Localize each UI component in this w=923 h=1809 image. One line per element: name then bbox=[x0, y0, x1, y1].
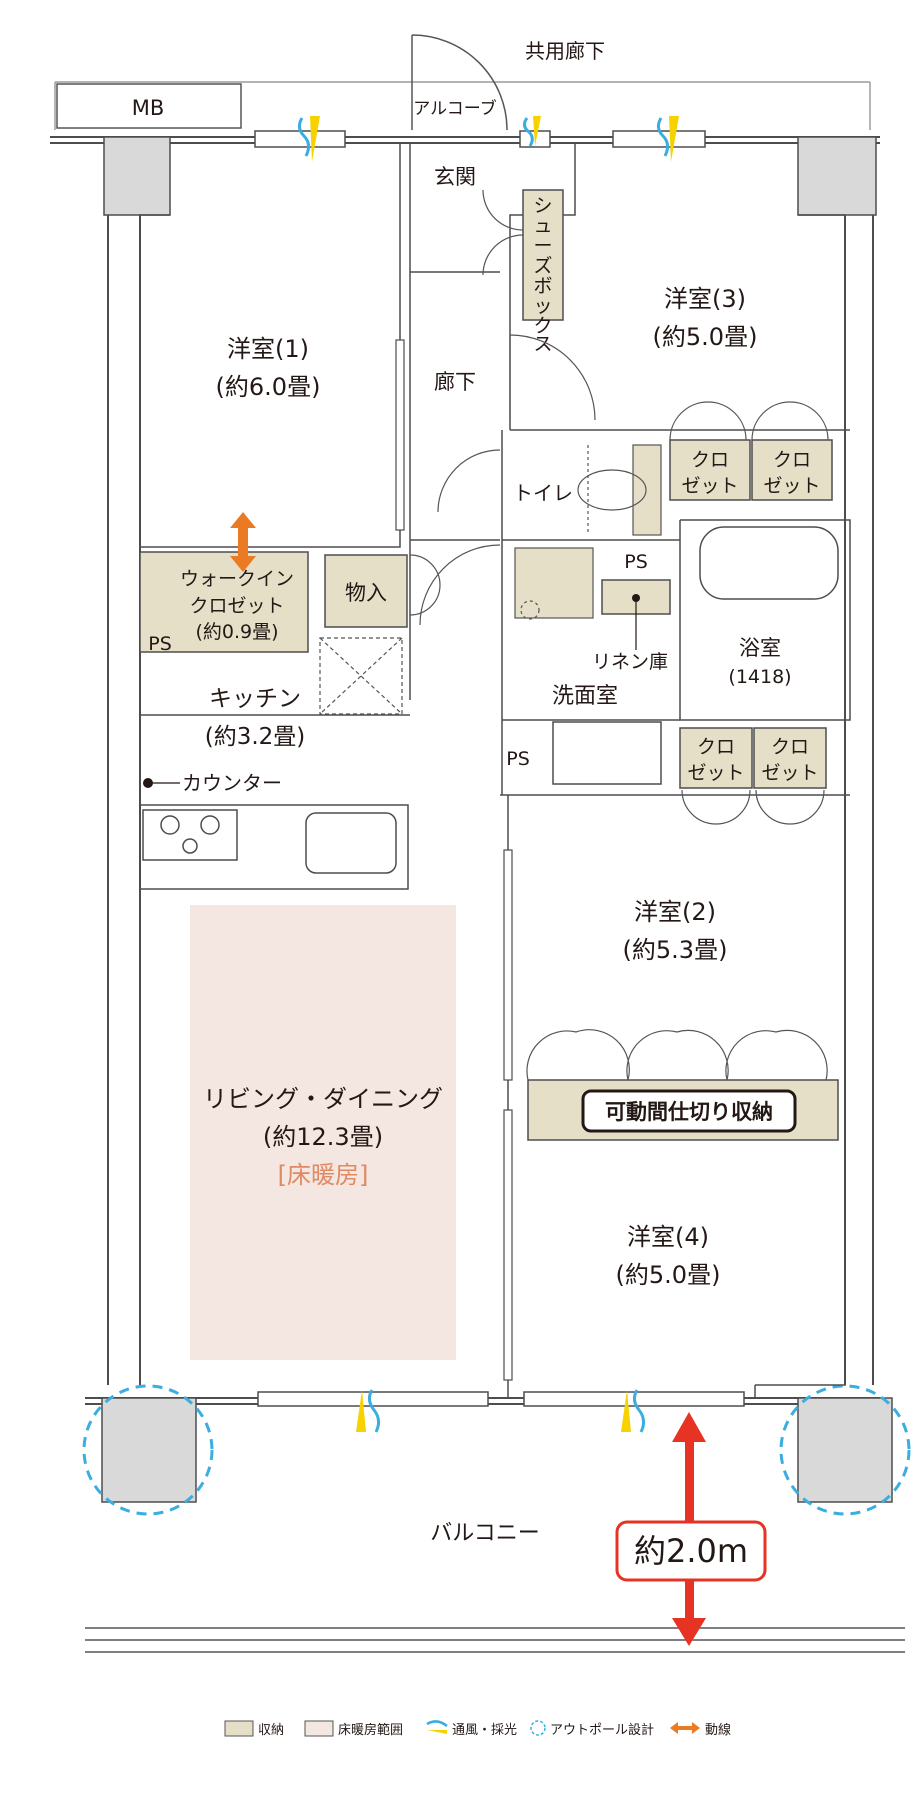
bath-size: (1418) bbox=[728, 666, 791, 688]
legend: 収納 床暖房範囲 通風・採光 アウトポール設計 動線 bbox=[224, 1720, 731, 1738]
movable-partition-label: 可動間仕切り収納 bbox=[605, 1100, 773, 1124]
kitchen-size: (約3.2畳) bbox=[205, 724, 306, 750]
legend-outpole-label: アウトポール設計 bbox=[550, 1722, 654, 1738]
washroom-label: 洗面室 bbox=[552, 684, 618, 709]
balcony-depth-arrow bbox=[672, 1412, 706, 1646]
shoe-box bbox=[522, 189, 564, 321]
legend-heating-label: 床暖房範囲 bbox=[338, 1722, 403, 1738]
legend-flow-label: 動線 bbox=[705, 1722, 731, 1738]
alcove-door bbox=[411, 34, 508, 131]
common-corridor bbox=[54, 81, 871, 130]
walkin-closet bbox=[139, 551, 309, 653]
balcony-label: バルコニー bbox=[430, 1521, 540, 1546]
mono-storage bbox=[324, 554, 408, 628]
alcove-label: アルコーブ bbox=[413, 98, 496, 119]
closets-room2 bbox=[679, 727, 827, 825]
legend-outpole-icon bbox=[530, 1720, 546, 1736]
ps-label-kitchen: PS bbox=[148, 633, 172, 655]
closet-label-top: クロ bbox=[697, 736, 735, 758]
floor-heating-label: [床暖房] bbox=[278, 1161, 369, 1189]
ventilation-icons bbox=[297, 116, 679, 1433]
room3-name: 洋室(3) bbox=[664, 285, 746, 313]
balcony-rails bbox=[85, 1627, 905, 1653]
closet-label-top: クロ bbox=[771, 736, 809, 758]
laundry-area bbox=[514, 547, 594, 620]
kitchen-name: キッチン bbox=[209, 686, 301, 712]
balcony-depth-box bbox=[615, 1520, 767, 1582]
ps-label-vanity: PS bbox=[506, 748, 530, 770]
fridge-space bbox=[319, 637, 403, 715]
room2-size: (約5.3畳) bbox=[623, 936, 728, 964]
toilet-label: トイレ bbox=[513, 481, 573, 505]
outpole-markers bbox=[82, 1384, 911, 1516]
closet-label-bottom: ゼット bbox=[761, 762, 818, 784]
closet-label-bottom: ゼット bbox=[687, 762, 744, 784]
room1-size: (約6.0畳) bbox=[216, 373, 321, 401]
bathtub bbox=[699, 526, 839, 600]
ps-label-wash: PS bbox=[624, 551, 648, 573]
room3-size: (約5.0畳) bbox=[653, 323, 758, 351]
mb-box bbox=[56, 83, 242, 129]
living-name: リビング・ダイニング bbox=[203, 1085, 443, 1113]
walkin-label-3: (約0.9畳) bbox=[195, 621, 278, 643]
corridor-label: 共用廊下 bbox=[525, 39, 605, 63]
living-size: (約12.3畳) bbox=[263, 1123, 383, 1151]
toilet-fixture bbox=[577, 444, 662, 536]
genkan-label: 玄関 bbox=[434, 165, 476, 189]
bath-label: 浴室 bbox=[739, 636, 781, 660]
movable-partition bbox=[526, 1029, 839, 1141]
room2-name: 洋室(2) bbox=[634, 898, 716, 926]
mono-label: 物入 bbox=[345, 581, 387, 605]
room4-size: (約5.0畳) bbox=[616, 1261, 721, 1289]
walkin-label-2: クロゼット bbox=[189, 595, 284, 617]
sliding-door-tracks bbox=[395, 339, 513, 1381]
legend-storage-label: 収納 bbox=[258, 1723, 284, 1738]
linen-label: リネン庫 bbox=[592, 651, 668, 673]
legend-flow-icon bbox=[670, 1722, 700, 1734]
floor-heating-area bbox=[190, 905, 456, 1360]
room4-name: 洋室(4) bbox=[627, 1223, 709, 1251]
entrance-door-swings bbox=[409, 189, 596, 626]
counter-label: カウンター bbox=[182, 771, 282, 795]
flow-arrow bbox=[230, 512, 256, 572]
walkin-label-1: ウォークイン bbox=[180, 568, 294, 590]
rooka-label: 廊下 bbox=[434, 370, 476, 394]
closet-label-bottom: ゼット bbox=[763, 475, 820, 497]
balcony-depth-label: 約2.0m bbox=[634, 1532, 748, 1570]
vanity bbox=[552, 721, 662, 785]
closet-label-bottom: ゼット bbox=[681, 475, 738, 497]
closet-label-top: クロ bbox=[773, 449, 811, 471]
closet-label-top: クロ bbox=[691, 449, 729, 471]
room1-name: 洋室(1) bbox=[227, 335, 309, 363]
legend-ventilation-icon bbox=[426, 1720, 448, 1728]
legend-ventilation-label: 通風・採光 bbox=[452, 1723, 517, 1738]
kitchen-counter bbox=[139, 804, 409, 890]
mb-label: MB bbox=[132, 96, 165, 120]
closets-room3 bbox=[669, 401, 833, 501]
top-windows bbox=[254, 130, 706, 148]
shoebox-label: シューズボックス bbox=[533, 195, 552, 355]
structural-columns bbox=[101, 136, 893, 1503]
legend-storage-swatch bbox=[224, 1720, 254, 1737]
legend-heating-swatch bbox=[304, 1720, 334, 1737]
